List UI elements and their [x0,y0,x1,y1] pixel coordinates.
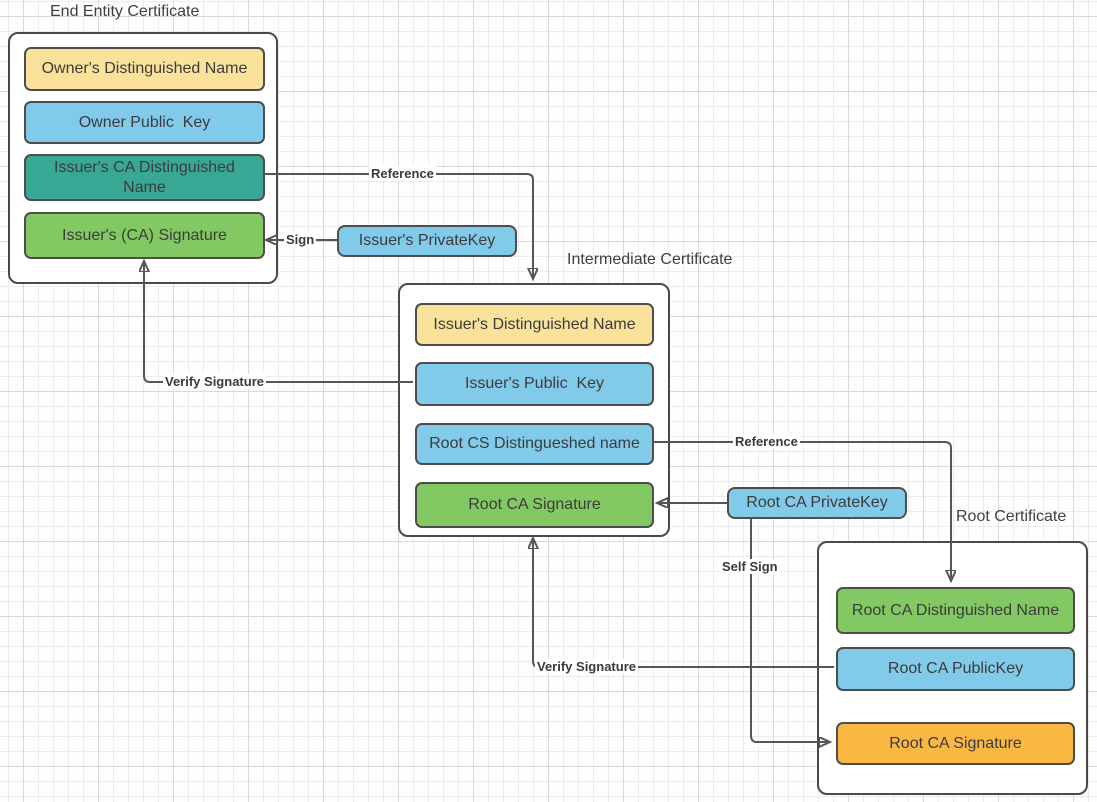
issuers-public-key-field: Issuer's Public Key [415,362,654,406]
connector-verify-signature-2 [533,539,834,668]
intermediate-certificate-group: Issuer's Distinguished Name Issuer's Pub… [398,283,670,537]
root-ca-privatekey-box: Root CA PrivateKey [727,487,907,519]
root-certificate-title: Root Certificate [956,508,1067,525]
root-ca-signature-field-intermediate: Root CA Signature [415,482,654,528]
reference-label-1: Reference [369,166,436,181]
issuers-distinguished-name-field: Issuer's Distinguished Name [415,303,654,346]
root-ca-distinguished-name-field: Root CA Distinguished Name [836,587,1075,634]
reference-label-2: Reference [733,434,800,449]
self-sign-label: Self Sign [720,559,780,574]
owner-public-key-field: Owner Public Key [24,101,265,144]
end-entity-certificate-group: Owner's Distinguished Name Owner Public … [8,32,278,284]
verify-signature-label-2: Verify Signature [535,659,638,674]
owners-distinguished-name-field: Owner's Distinguished Name [24,47,265,91]
intermediate-certificate-title: Intermediate Certificate [567,251,733,268]
root-cs-distingueshed-name-field: Root CS Distingueshed name [415,423,654,465]
verify-signature-label-1: Verify Signature [163,374,266,389]
end-entity-certificate-title: End Entity Certificate [50,3,200,20]
root-ca-signature-field-root: Root CA Signature [836,722,1075,765]
root-ca-publickey-field: Root CA PublicKey [836,647,1075,691]
issuers-ca-distinguished-name-field: Issuer's CA Distinguished Name [24,154,265,201]
sign-label: Sign [284,232,317,247]
issuers-ca-signature-field: Issuer's (CA) Signature [24,212,265,259]
issuers-privatekey-box: Issuer's PrivateKey [337,225,517,257]
root-certificate-group: Root CA Distinguished Name Root CA Publi… [817,541,1088,795]
